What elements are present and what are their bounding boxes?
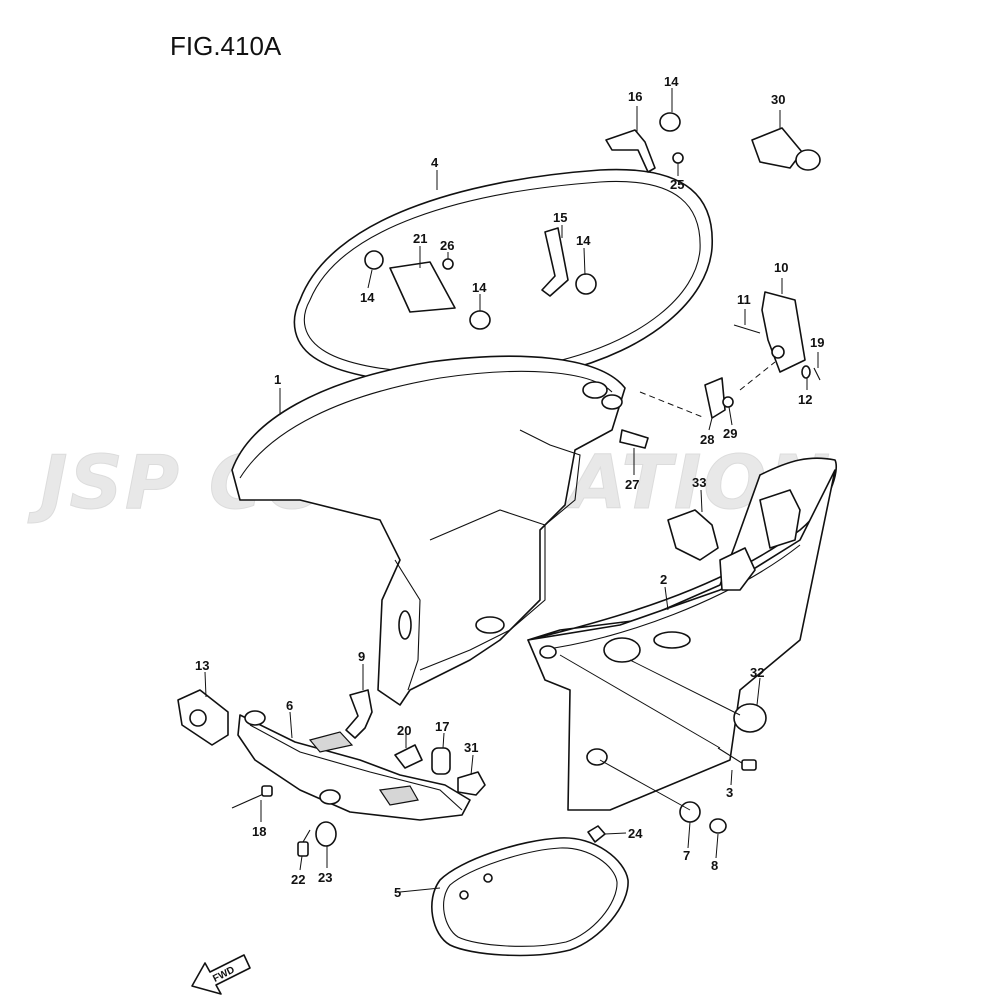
- part-12-washer: [801, 365, 811, 379]
- lower-cover-left: [231, 355, 626, 706]
- lower-cover-right: [527, 457, 837, 811]
- part-21-bracket: [389, 261, 456, 313]
- callout-5: 5: [394, 885, 401, 900]
- part-22-bolt: [297, 829, 311, 857]
- callout-26: 26: [440, 238, 454, 253]
- top-seal-ring: [293, 168, 714, 385]
- callout-14-mid: 14: [472, 280, 487, 295]
- part-17-collar: [431, 747, 451, 775]
- callout-11: 11: [737, 292, 751, 307]
- guide-line: [629, 659, 741, 716]
- part-28-bracket: [704, 377, 726, 419]
- part-26-screw: [442, 258, 454, 270]
- callout-28: 28: [700, 432, 714, 447]
- part-14-bumpers: [364, 112, 681, 330]
- callout-23: 23: [318, 870, 332, 885]
- callout-14-right: 14: [576, 233, 591, 248]
- callout-15: 15: [553, 210, 567, 225]
- figure-title: FIG.410A: [170, 31, 282, 61]
- guide-line: [739, 361, 776, 391]
- guide-line: [559, 654, 721, 749]
- part-27-clip: [619, 429, 649, 449]
- part-8-screw: [709, 818, 727, 834]
- leader-lines: [204, 88, 819, 893]
- part-23-bushing: [315, 821, 337, 847]
- part-20-clamp: [394, 744, 423, 769]
- part-3-bolt: [717, 747, 757, 771]
- callout-9: 9: [358, 649, 365, 664]
- callout-20: 20: [397, 723, 411, 738]
- callout-14-top: 14: [664, 74, 679, 89]
- part-9-clip: [345, 689, 373, 739]
- part-29-screw: [722, 396, 734, 408]
- guide-line: [639, 391, 706, 419]
- front-bracket: [237, 710, 471, 821]
- callout-8: 8: [711, 858, 718, 873]
- part-13-mount-plate: [177, 689, 229, 746]
- callout-13: 13: [195, 658, 209, 673]
- part-7-grommet: [679, 801, 701, 823]
- bottom-seal: [431, 837, 629, 957]
- callout-29: 29: [723, 426, 737, 441]
- callout-24: 24: [628, 826, 643, 841]
- callout-10: 10: [774, 260, 788, 275]
- callout-3: 3: [726, 785, 733, 800]
- part-16-hook-bracket: [605, 129, 656, 173]
- forward-direction-arrow: FWD: [191, 954, 251, 995]
- callout-6: 6: [286, 698, 293, 713]
- part-10-latch: [761, 291, 806, 373]
- part-24-clip: [587, 825, 606, 843]
- guide-line: [599, 759, 691, 811]
- callout-14-left: 14: [360, 290, 375, 305]
- callout-21: 21: [413, 231, 427, 246]
- callout-22: 22: [291, 872, 305, 887]
- part-19-clip: [813, 367, 821, 381]
- part-11-screw: [733, 324, 761, 334]
- part-33-grommet: [667, 509, 719, 561]
- part-31-nut: [457, 771, 486, 796]
- part-30-fitting: [751, 127, 821, 171]
- callout-25: 25: [670, 177, 684, 192]
- callout-1: 1: [274, 372, 281, 387]
- callout-17: 17: [435, 719, 449, 734]
- callout-27: 27: [625, 477, 639, 492]
- part-25-screw: [672, 152, 684, 164]
- part-32-plug: [733, 703, 767, 733]
- callout-30: 30: [771, 92, 785, 107]
- callout-33: 33: [692, 475, 706, 490]
- callout-4: 4: [431, 155, 439, 170]
- callout-labels: 4 1 2 5 6 13 9 20 17 31 18 22 23 24 3 32…: [195, 74, 824, 900]
- part-15-bracket: [541, 227, 569, 297]
- callout-2: 2: [660, 572, 667, 587]
- callout-18: 18: [252, 824, 266, 839]
- part-18-pin: [231, 785, 273, 809]
- callout-32: 32: [750, 665, 764, 680]
- callout-31: 31: [464, 740, 478, 755]
- callout-7: 7: [683, 848, 690, 863]
- callout-19: 19: [810, 335, 824, 350]
- callout-12: 12: [798, 392, 812, 407]
- callout-16: 16: [628, 89, 642, 104]
